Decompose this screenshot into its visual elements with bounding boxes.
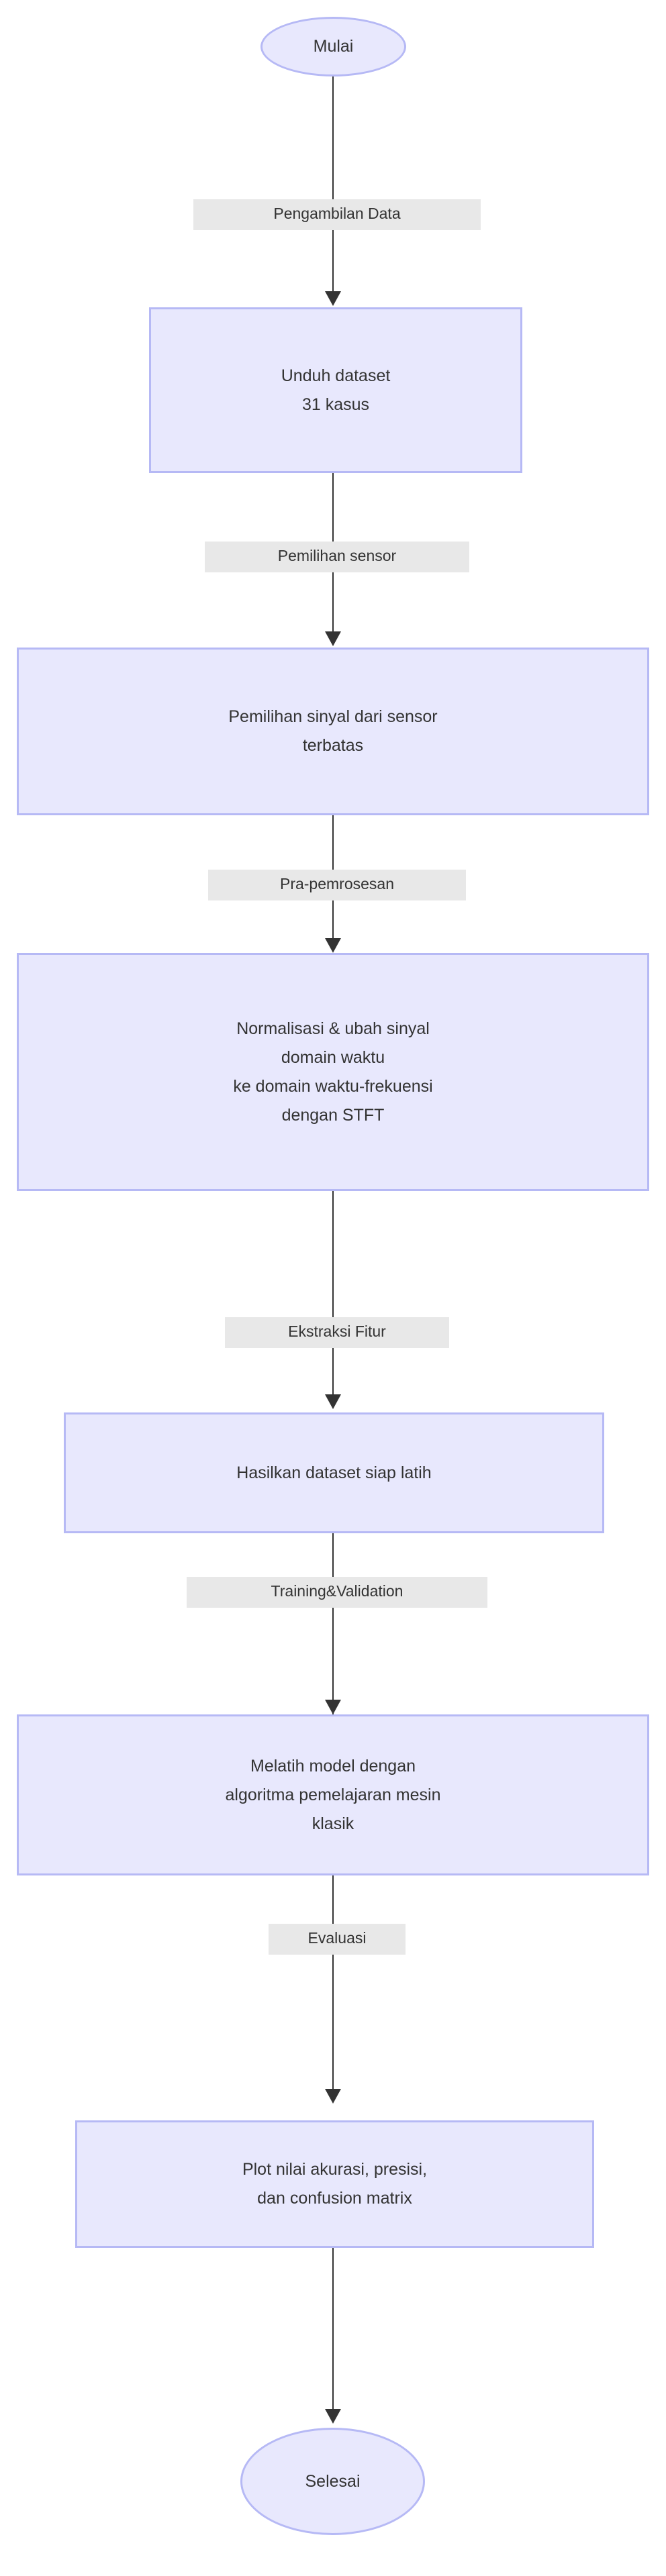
edge-line-melatih-plot xyxy=(332,1875,334,2090)
node-hasilkan-dataset[interactable]: Hasilkan dataset siap latih xyxy=(64,1412,604,1533)
edge-arrow-pemilihan-normalisasi xyxy=(325,938,341,953)
edge-label-pra-pemrosesan: Pra-pemrosesan xyxy=(208,870,466,900)
node-selesai-label: Selesai xyxy=(305,2471,361,2491)
edge-label-pengambilan-data: Pengambilan Data xyxy=(193,199,481,230)
node-melatih-model-label: Melatih model dengan algoritma pemelajar… xyxy=(225,1756,441,1833)
node-plot-metrik-label: Plot nilai akurasi, presisi, dan confusi… xyxy=(242,2160,428,2208)
edge-label-training-validation: Training&Validation xyxy=(187,1577,487,1608)
node-hasilkan-dataset-label: Hasilkan dataset siap latih xyxy=(236,1463,432,1482)
edge-label-ekstraksi-fitur: Ekstraksi Fitur xyxy=(225,1317,449,1348)
node-normalisasi-stft[interactable]: Normalisasi & ubah sinyal domain waktu k… xyxy=(17,953,649,1191)
node-pemilihan-sinyal-label: Pemilihan sinyal dari sensor terbatas xyxy=(228,707,438,755)
edge-label-pemilihan-sensor: Pemilihan sensor xyxy=(205,542,469,572)
node-pemilihan-sinyal[interactable]: Pemilihan sinyal dari sensor terbatas xyxy=(17,648,649,815)
node-plot-metrik[interactable]: Plot nilai akurasi, presisi, dan confusi… xyxy=(75,2120,594,2248)
node-selesai[interactable]: Selesai xyxy=(240,2428,425,2535)
node-melatih-model[interactable]: Melatih model dengan algoritma pemelajar… xyxy=(17,1714,649,1875)
edge-arrow-melatih-plot xyxy=(325,2089,341,2104)
edge-arrow-unduh-pemilihan xyxy=(325,631,341,646)
node-normalisasi-stft-label: Normalisasi & ubah sinyal domain waktu k… xyxy=(233,1019,433,1125)
edge-arrow-hasilkan-melatih xyxy=(325,1700,341,1714)
node-mulai[interactable]: Mulai xyxy=(260,17,406,76)
edge-arrow-mulai-unduh xyxy=(325,291,341,306)
node-unduh-dataset-label: Unduh dataset 31 kasus xyxy=(281,366,391,414)
edge-label-evaluasi: Evaluasi xyxy=(269,1924,406,1955)
edge-arrow-plot-selesai xyxy=(325,2409,341,2424)
edge-line-normalisasi-hasilkan xyxy=(332,1191,334,1396)
edge-line-hasilkan-melatih xyxy=(332,1533,334,1718)
edge-line-mulai-unduh xyxy=(332,76,334,293)
node-unduh-dataset[interactable]: Unduh dataset 31 kasus xyxy=(149,307,522,473)
edge-arrow-normalisasi-hasilkan xyxy=(325,1394,341,1409)
node-mulai-label: Mulai xyxy=(313,37,354,56)
edge-line-plot-selesai xyxy=(332,2248,334,2410)
